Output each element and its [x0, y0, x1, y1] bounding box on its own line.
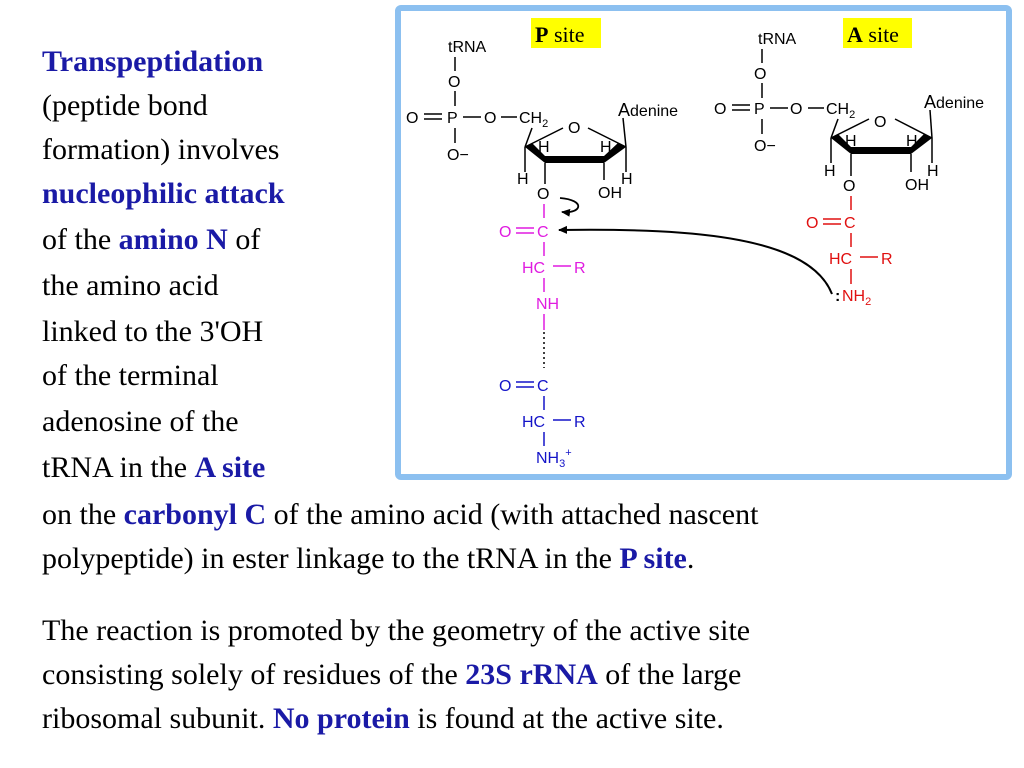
title-transpeptidation: Transpeptidation — [42, 45, 264, 78]
p-adenine: Adenine — [618, 100, 678, 120]
p-site-highlight — [531, 18, 601, 48]
23s-rrna-label: 23S rRNA — [465, 658, 598, 691]
left-line-4: of the amino N of — [42, 222, 260, 258]
p-r-group: R — [574, 260, 586, 277]
left-line-4a: of the — [42, 223, 119, 256]
amino-n-label: amino N — [118, 223, 228, 256]
left-line-6: linked to the 3'OH — [42, 315, 264, 348]
p-nh: NH — [536, 296, 559, 313]
a-alpha-c: HC — [829, 251, 852, 268]
para2-2a: consisting solely of residues of the — [42, 658, 466, 691]
p-site-tag: P site — [535, 22, 585, 47]
para1-2c: . — [686, 542, 695, 575]
left-line-9a: tRNA in the — [42, 451, 195, 484]
p-ring-h2: H — [600, 139, 612, 156]
a-ring-h2: H — [906, 133, 918, 150]
a-o-double: O — [714, 101, 726, 118]
nucleophilic-attack-arrow — [558, 225, 833, 295]
p-o-top: O — [448, 74, 460, 91]
left-line-1: (peptide bond — [42, 89, 208, 122]
a-site-label: A site — [194, 451, 266, 484]
p-site-structure: P site tRNA O O P O CH2 O− O H H Adenine… — [406, 18, 678, 470]
para1-1a: on the — [42, 498, 124, 531]
a-ring-o: O — [874, 114, 886, 131]
a-ester-o: O — [843, 178, 855, 195]
a-carbonyl-c: C — [844, 215, 856, 232]
a-o-minus: O− — [754, 138, 776, 155]
a-3oh: OH — [905, 177, 929, 194]
para1-1c: of the amino acid (with attached nascent — [266, 498, 759, 531]
left-line-7: of the terminal — [42, 359, 219, 392]
p-carbonyl-c: C — [537, 224, 549, 241]
a-phosphorus: P — [754, 101, 765, 118]
a-trna-label: tRNA — [758, 31, 797, 48]
p-o-double: O — [406, 110, 418, 127]
p-trna-label: tRNA — [448, 39, 487, 56]
left-line-2: formation) involves — [42, 133, 280, 166]
para1-line-1: on the carbonyl C of the amino acid (wit… — [42, 497, 758, 533]
p-carbonyl-o: O — [499, 224, 511, 241]
p-site-label: P site — [619, 542, 687, 575]
p-ring-h1: H — [538, 139, 550, 156]
a-ring-h4: H — [927, 163, 939, 180]
p-phosphorus: P — [447, 110, 458, 127]
p-ring-h3: H — [517, 171, 529, 188]
pep-carbonyl-o: O — [499, 378, 511, 395]
p-3oh: OH — [598, 185, 622, 202]
lone-pair: : — [835, 288, 840, 305]
p-ring-h4: H — [621, 171, 633, 188]
left-line-3: nucleophilic attack — [42, 177, 285, 210]
para2-3c: is found at the active site. — [409, 702, 724, 735]
left-line-8: adenosine of the — [42, 405, 239, 438]
p-o-ester: O — [484, 110, 496, 127]
left-line-9: tRNA in the A site — [42, 450, 265, 486]
a-site-structure: A site tRNA O O P O CH2 O− O H H Adenine… — [558, 18, 984, 308]
pep-carbonyl-c: C — [537, 378, 549, 395]
p-ester-o: O — [537, 186, 549, 203]
pep-alpha-c: HC — [522, 414, 545, 431]
para2-line-1: The reaction is promoted by the geometry… — [42, 614, 751, 647]
para1-line-2: polypeptide) in ester linkage to the tRN… — [42, 541, 694, 577]
a-r-group: R — [881, 251, 893, 268]
left-line-5: the amino acid — [42, 269, 219, 302]
a-adenine: Adenine — [924, 92, 984, 112]
para1-2a: polypeptide) in ester linkage to the tRN… — [42, 542, 620, 575]
a-amino-nh2: NH2 — [842, 288, 871, 308]
a-ring-h3: H — [824, 163, 836, 180]
a-site-highlight — [843, 18, 912, 48]
para2-3a: ribosomal subunit. — [42, 702, 273, 735]
no-protein-label: No protein — [272, 702, 410, 735]
a-ring-h1: H — [845, 133, 857, 150]
carbonyl-c-label: carbonyl C — [123, 498, 267, 531]
p-alpha-c: HC — [522, 260, 545, 277]
para2-2c: of the large — [597, 658, 742, 691]
a-ch2: CH2 — [826, 101, 855, 121]
pep-r-group: R — [574, 414, 586, 431]
left-line-4c: of — [227, 223, 261, 256]
electron-push-arrow — [559, 197, 580, 217]
a-site-tag: A site — [847, 22, 899, 47]
p-ring-o: O — [568, 120, 580, 137]
reaction-diagram-panel — [395, 5, 1012, 480]
para2-line-3: ribosomal subunit. No protein is found a… — [42, 701, 724, 737]
p-ch2: CH2 — [519, 110, 548, 130]
p-o-minus: O− — [447, 147, 469, 164]
a-o-ester: O — [790, 101, 802, 118]
para2-line-2: consisting solely of residues of the 23S… — [42, 657, 741, 693]
a-o-top: O — [754, 66, 766, 83]
pep-nh3: NH3+ — [536, 447, 572, 470]
a-carbonyl-o: O — [806, 215, 818, 232]
